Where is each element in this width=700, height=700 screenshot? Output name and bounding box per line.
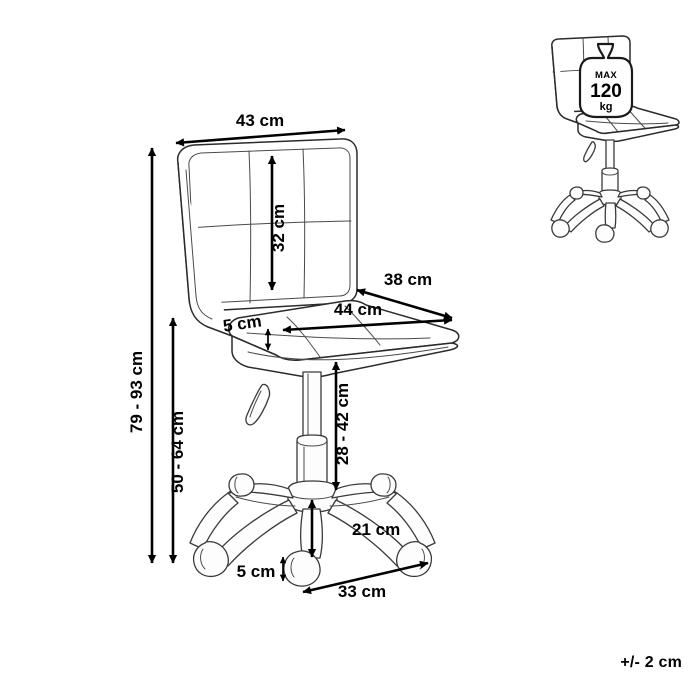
dim-label-base-radius: 21 cm — [352, 520, 400, 539]
dimension-annotations: 43 cm 32 cm 38 cm 44 cm 5 cm 79 - 93 cm … — [127, 111, 453, 601]
main-chair-illustration — [176, 138, 460, 587]
weight-label-value: 120 — [590, 81, 622, 102]
inset-leg-right — [615, 198, 657, 233]
gas-lift-cylinder-top-ellipse — [296, 439, 328, 447]
backrest-seam-vertical-2 — [302, 148, 306, 299]
inset-backrest-side — [551, 46, 579, 124]
inset-seat-seam-3 — [585, 120, 669, 125]
height-adjust-lever — [245, 383, 271, 426]
backrest-seam-vertical-1 — [248, 150, 252, 304]
dimline-seat-width — [282, 316, 453, 334]
caster-front — [283, 550, 321, 587]
base-brace-left — [235, 496, 296, 507]
caster-back-right — [370, 473, 397, 497]
inset-leg-left — [563, 198, 605, 233]
lever-highlight — [249, 390, 262, 418]
max-load-inset: MAX 120 kg — [550, 35, 680, 243]
dim-label-backrest-height: 32 cm — [269, 204, 288, 252]
caster-right — [395, 541, 433, 578]
inset-caster-back-right — [636, 186, 651, 200]
dim-label-backrest-width: 43 cm — [236, 111, 284, 130]
dim-label-gas-lift-height: 28 - 42 cm — [333, 383, 352, 465]
dimline-backrest-width — [175, 126, 346, 147]
backrest-side-curve — [177, 162, 233, 337]
inset-seat-edge — [577, 122, 680, 143]
dim-label-total-height: 79 - 93 cm — [127, 351, 146, 433]
dimline-base-span — [302, 560, 429, 595]
chair-seat-edge — [231, 335, 459, 378]
inset-lever — [583, 141, 596, 163]
gas-lift-rod — [302, 371, 322, 441]
base-leg-arc-left — [189, 492, 239, 550]
inset-leg-front — [604, 202, 617, 229]
weight-label-unit: kg — [600, 101, 613, 113]
backrest-side-curve-inner — [185, 169, 213, 320]
tolerance-note: +/- 2 cm — [620, 654, 682, 671]
inset-caster-back-left — [569, 186, 584, 200]
base-leg-arc-right — [386, 492, 436, 550]
dim-label-caster-height: 5 cm — [237, 562, 276, 581]
inset-cylinder-top — [601, 170, 619, 176]
weight-label-max: MAX — [595, 70, 617, 81]
dim-label-base-span: 33 cm — [338, 582, 386, 601]
dim-label-seat-width: 44 cm — [334, 300, 382, 319]
caster-back-left — [228, 473, 255, 497]
caster-left — [192, 541, 230, 578]
seat-seam-3 — [246, 332, 431, 340]
seat-edge-inner-line — [247, 346, 449, 361]
inset-caster-front — [595, 224, 615, 243]
dim-label-seat-depth: 38 cm — [384, 270, 432, 289]
dim-label-seat-height: 50 - 64 cm — [168, 411, 187, 493]
weight-icon: MAX 120 kg — [578, 42, 634, 119]
inset-gas-lift-rod — [605, 139, 615, 172]
inset-caster-left — [551, 219, 570, 238]
inset-caster-right — [650, 219, 669, 238]
dimline-seat-depth — [356, 288, 453, 320]
base-brace-right — [329, 496, 390, 507]
